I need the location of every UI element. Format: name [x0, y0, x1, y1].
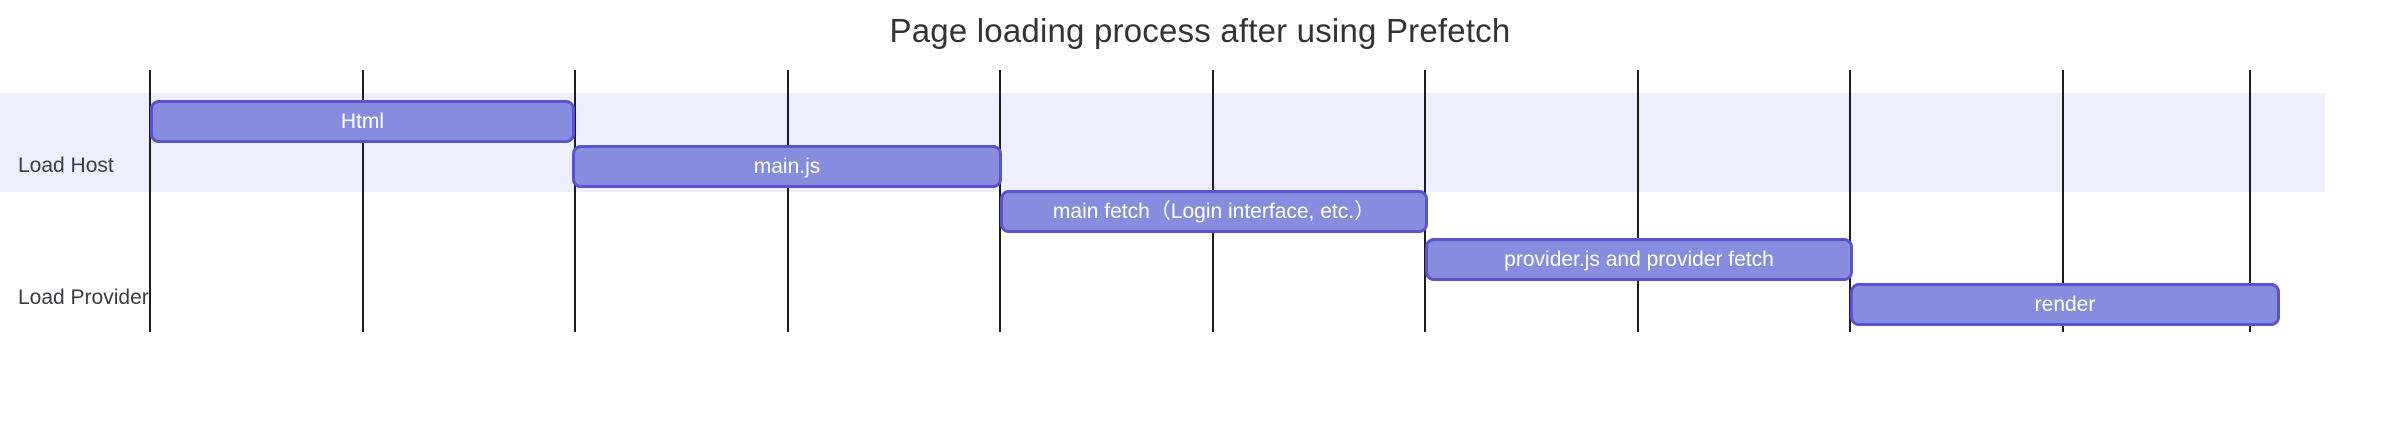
- task-bar-label: provider.js and provider fetch: [1504, 248, 1774, 271]
- lane-label-load-host: Load Host: [18, 154, 114, 177]
- task-bar-label: render: [2034, 293, 2096, 316]
- task-bar-html[interactable]: Html: [150, 100, 575, 143]
- gridline-10: [2249, 70, 2251, 332]
- task-bar-label: main.js: [753, 155, 821, 178]
- gridline-8: [1849, 70, 1851, 332]
- task-bar-render[interactable]: render: [1850, 283, 2280, 326]
- task-bar-label: Html: [340, 110, 385, 133]
- task-bar-label: main fetch（Login interface, etc.）: [1052, 200, 1376, 223]
- gridline-2: [574, 70, 576, 332]
- page-title: Page loading process after using Prefetc…: [889, 12, 1511, 49]
- gridline-7: [1637, 70, 1639, 332]
- gridline-9: [2062, 70, 2064, 332]
- gridline-0: [149, 70, 151, 332]
- gridline-3: [787, 70, 789, 332]
- gridline-1: [362, 70, 364, 332]
- task-bar-provider-js-and-provider-fetch[interactable]: provider.js and provider fetch: [1425, 238, 1853, 281]
- task-bar-main-fetch[interactable]: main fetch（Login interface, etc.）: [1000, 190, 1428, 233]
- lane-label-load-provider: Load Provider: [18, 286, 149, 309]
- task-bar-main-js[interactable]: main.js: [572, 145, 1002, 188]
